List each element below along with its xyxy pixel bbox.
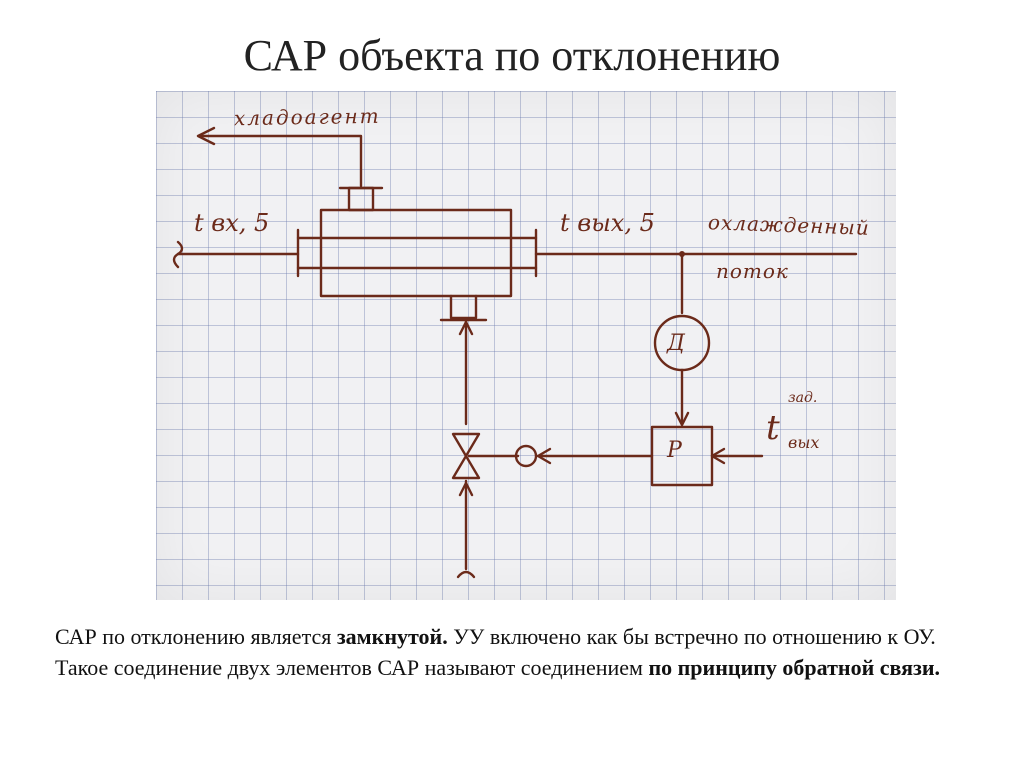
outlet-temperature-label: t вых, 5 <box>560 211 655 235</box>
coolant-outlet-line <box>200 136 361 186</box>
caption-paragraph: САР по отклонению является замкнутой. УУ… <box>55 621 985 683</box>
setpoint-symbol: t <box>766 411 780 445</box>
valve-lower-triangle <box>453 456 479 478</box>
top-nozzle <box>349 188 373 210</box>
heat-exchanger-body <box>321 210 511 296</box>
regulator-box <box>652 427 712 485</box>
cooled-flow-label-2: поток <box>716 261 789 281</box>
diagram-photo: хладоагент t вх, 5 t вых, 5 охлажденный … <box>156 91 896 600</box>
valve-upper-triangle <box>453 434 479 456</box>
control-diagram <box>156 91 896 600</box>
setpoint-subscript: вых <box>788 435 819 451</box>
caption-text-1: САР по отклонению является <box>55 624 337 649</box>
caption-bold-closed: замкнутой. <box>337 624 448 649</box>
coolant-label: хладоагент <box>234 106 381 129</box>
inlet-temperature-label: t вх, 5 <box>194 211 269 235</box>
tap-node <box>679 251 685 257</box>
slide-title: САР объекта по отклонению <box>0 28 1024 84</box>
regulator-label: Р <box>667 440 682 462</box>
caption-bold-feedback: по принципу обратной связи. <box>648 655 940 680</box>
setpoint-superscript: зад. <box>788 391 817 405</box>
bottom-nozzle <box>451 296 476 318</box>
cooled-flow-label: охлажденный <box>708 212 870 238</box>
sensor-label: Д <box>667 333 685 355</box>
coolant-supply-tail <box>458 572 474 577</box>
